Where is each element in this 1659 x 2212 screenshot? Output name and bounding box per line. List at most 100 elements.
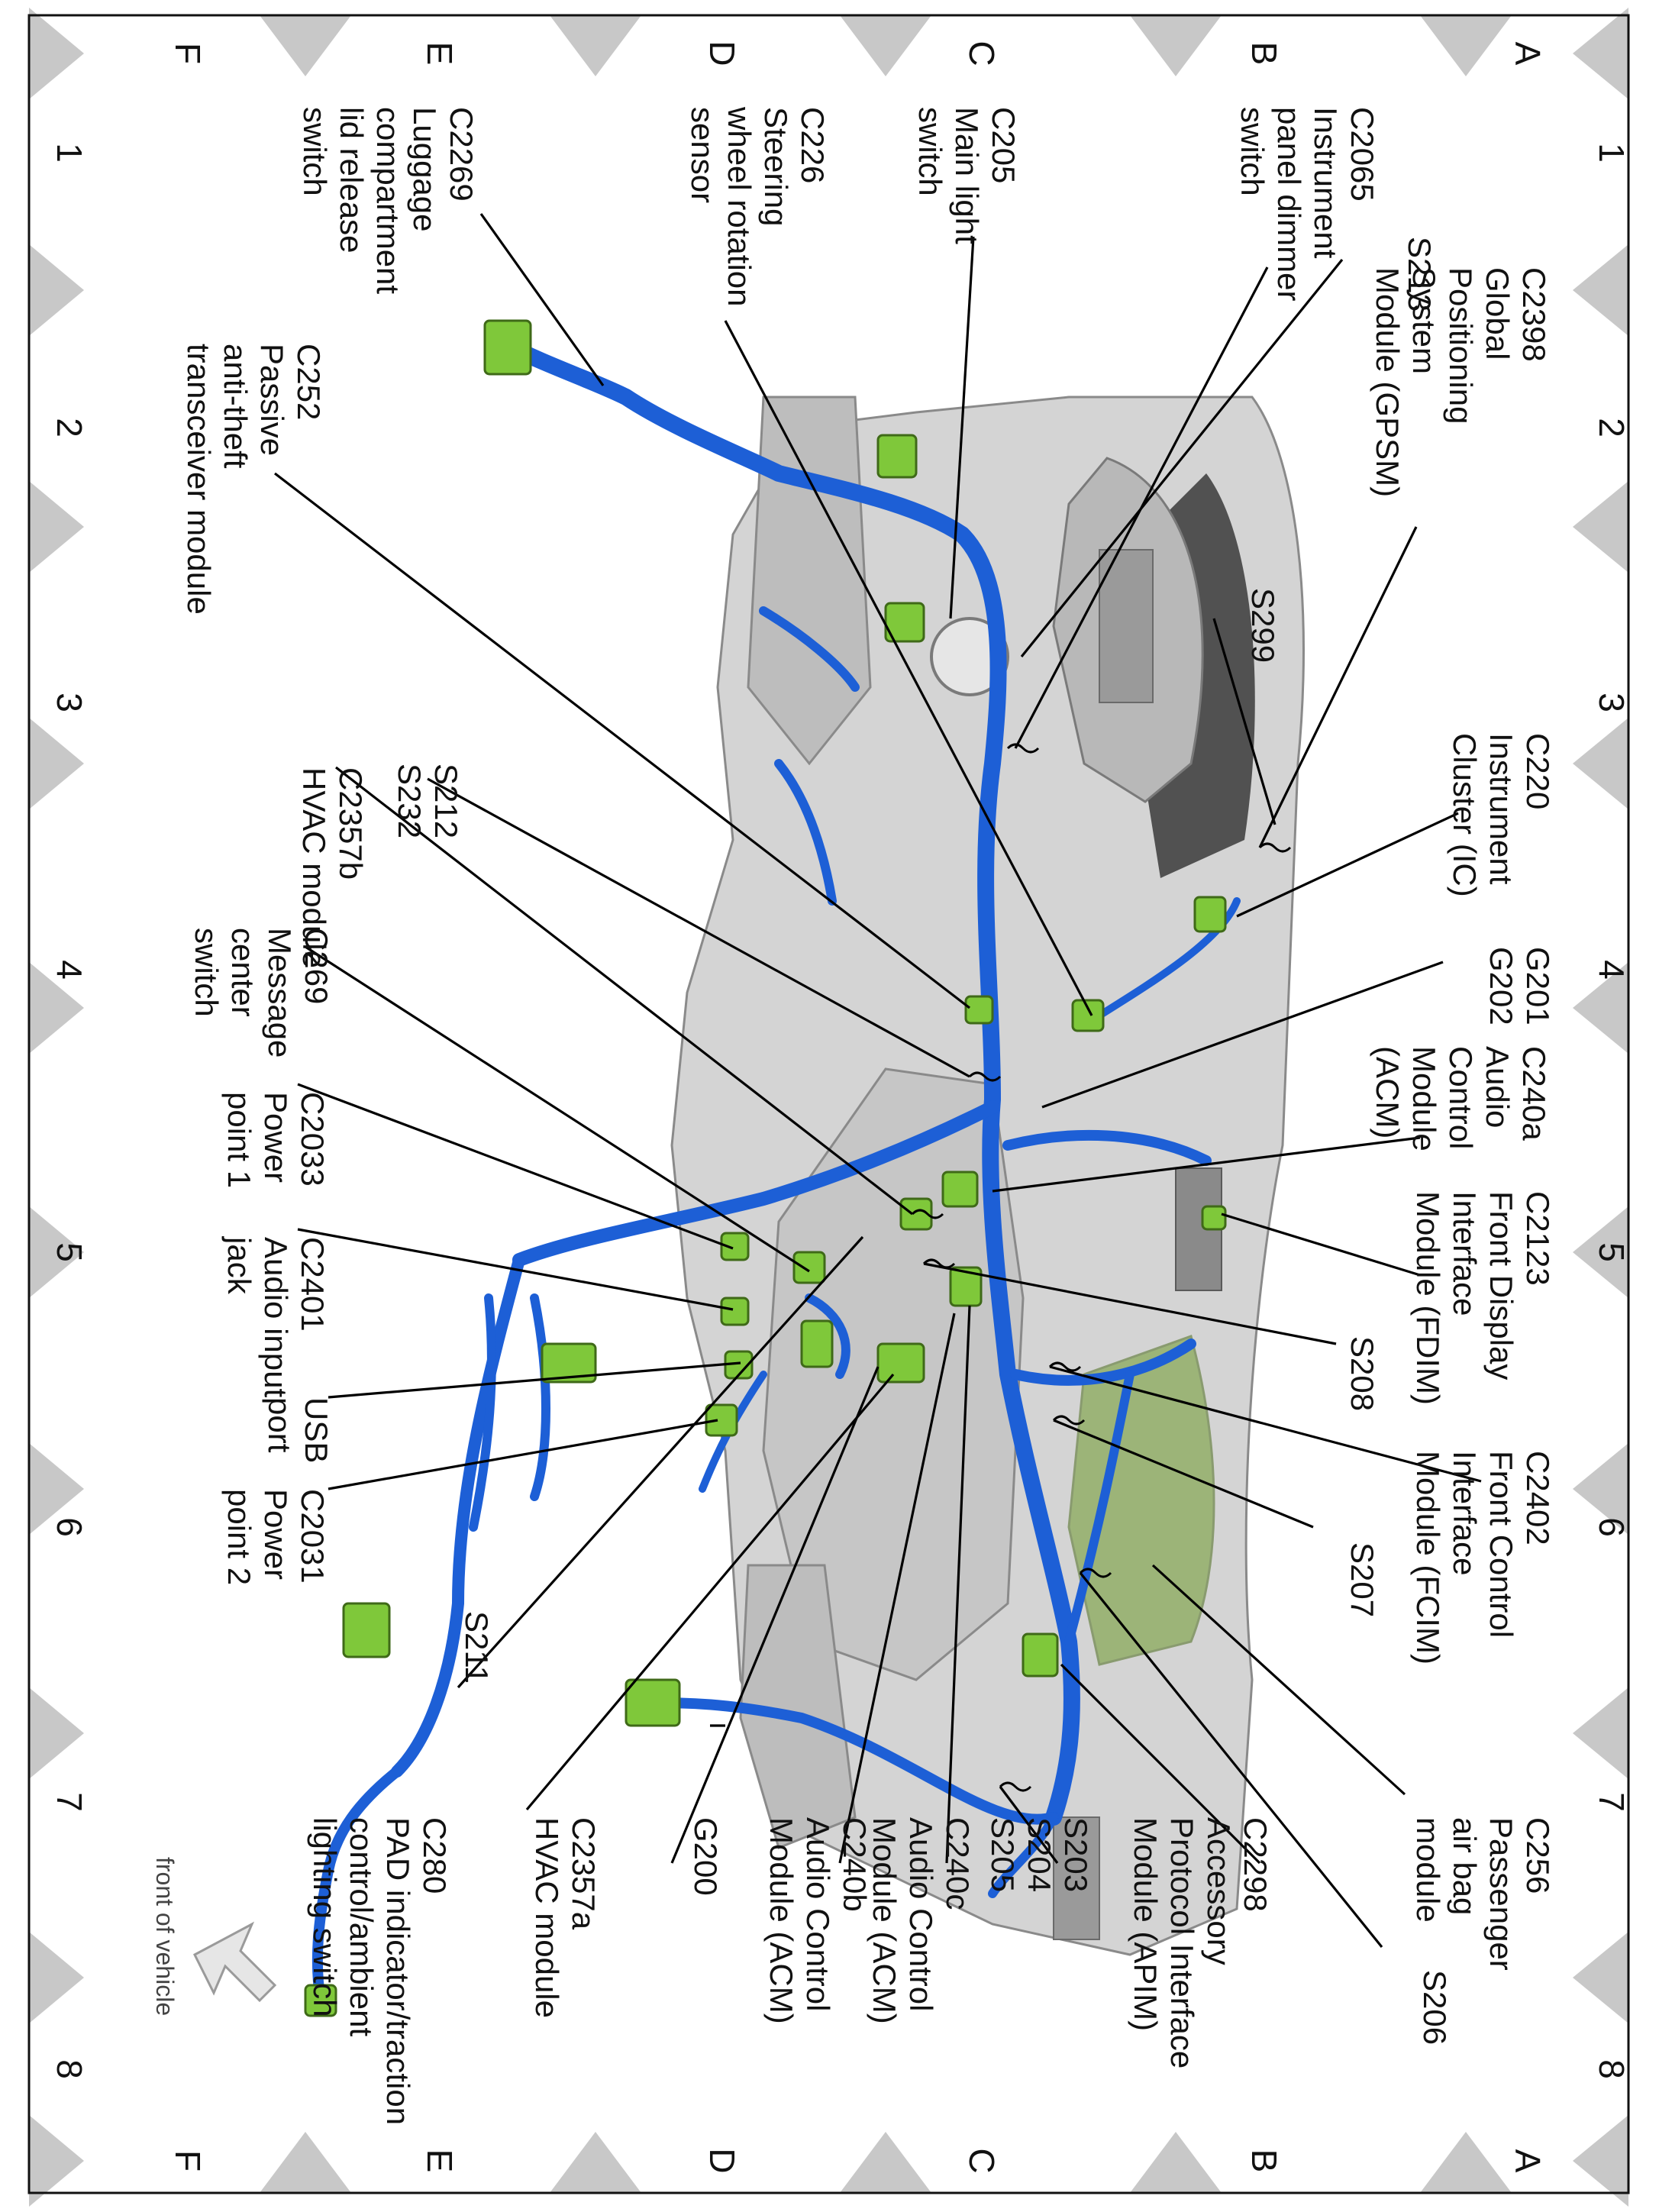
callout-line: sensor [685,107,721,203]
grid-letter-bottom-E: E [420,2149,460,2173]
lower-bolster-left [747,396,872,766]
border-marker [1573,718,1628,809]
callout-line: jack [221,1235,257,1295]
callout-line: Interface [1447,1451,1483,1575]
grid-letter-top-C: C [962,40,1002,66]
callout-line: Protocol Interface [1164,1817,1200,2068]
callout-c269: C269Messagecenterswitch [189,928,334,1058]
callout-s208: S208 [1344,1336,1380,1411]
grid-number-left-2: 2 [50,418,89,438]
callout-line: Audio [1480,1046,1515,1128]
callout-line: C2357b [333,767,369,880]
callout-s211: S211 [459,1611,495,1684]
callout-line: Cluster (IC) [1447,733,1483,897]
border-marker [550,15,641,76]
border-marker [1130,2132,1222,2193]
callout-line: lid release [334,107,370,253]
border-marker [1573,244,1628,336]
callout-line: switch [1235,107,1270,196]
callout-line: Module (FCIM) [1410,1451,1446,1665]
grid-letter-top-E: E [420,42,460,66]
callout-line: S212 [428,764,464,838]
callout-c252: C252Passiveanti-thefttransceiver module [181,344,327,615]
callout-line: C2298 [1238,1817,1273,1912]
callout-line: Front Control [1483,1451,1519,1638]
callout-s206: S206 [1417,1970,1453,2045]
border-marker [840,2132,931,2193]
callout-line: S204 [1022,1817,1057,1892]
callout-c2033: C2033Powerpoint 1 [221,1092,331,1188]
callout-line: compartment [370,107,406,294]
border-marker [29,1932,84,2023]
grid-number-left-6: 6 [50,1517,89,1537]
border-marker [1573,1443,1628,1535]
callout-c2402: C2402Front ControlInterfaceModule (FCIM) [1410,1451,1556,1665]
callout-line: switch [912,107,948,196]
connectors [304,319,1227,2017]
callout-g200: G200 [688,1817,724,1896]
callout-line: System [1406,267,1442,374]
border-marker [260,15,351,76]
callout-line: Module (FDIM) [1410,1191,1446,1405]
callout-c256: C256Passengerair bagmodule [1410,1817,1556,1971]
callout-c2269: C2269Luggagecompartmentlid releaseswitch [297,107,479,294]
callout-line: Global [1480,267,1515,360]
callout-c240c: C240cAudio ControlModule (ACM) [867,1817,976,2024]
callout-line: S206 [1417,1970,1453,2045]
callout-line: (ACM) [1370,1046,1406,1138]
grid-number-right-5: 5 [1592,1242,1632,1262]
callout-line: Instrument [1308,107,1344,259]
callout-line: Steering [758,107,794,226]
connector-c240c [949,1266,983,1307]
connector-c2031 [705,1403,738,1437]
callout-line: S208 [1344,1336,1380,1411]
callout-g201: G201G202 [1483,947,1556,1025]
callout-line: Power [258,1092,294,1183]
callout-c2357b: C2357bHVAC module [296,767,369,968]
grid-number-left-8: 8 [50,2059,89,2079]
connector-c2123 [1201,1205,1227,1231]
callout-line: switch [189,928,224,1017]
callout-c240a: C240aAudioControlModule(ACM) [1370,1046,1552,1151]
wiring-harness [311,335,1241,2006]
callout-line: Module (ACM) [867,1817,902,2024]
callout-line: C252 [291,344,327,420]
callout-line: G202 [1483,947,1519,1025]
callout-line: C2398 [1516,267,1552,362]
callout-line: transceiver module [181,344,217,615]
connector-c252 [964,995,994,1025]
callout-line: C2269 [444,107,479,202]
callout-line: Positioning [1443,267,1479,424]
callout-line: Audio Control [800,1817,836,2011]
connector-c2298 [1022,1632,1059,1678]
grid-letter-bottom-C: C [962,2148,1002,2173]
callout-line: Power [258,1489,294,1580]
callout-c240b: C240bAudio ControlModule (ACM) [763,1817,873,2024]
callout-line: Luggage [407,107,443,232]
diagram-frame [27,14,1630,2194]
grid-number-right-8: 8 [1592,2059,1632,2079]
callout-line: C280 [417,1817,453,1894]
connector-c226 [1071,999,1105,1032]
grid-number-left-4: 4 [50,960,89,980]
border-marker [29,1206,84,1298]
callout-c2298: C2298AccessoryProtocol InterfaceModule (… [1128,1817,1273,2068]
callout-line: Interface [1447,1191,1483,1316]
border-marker [29,718,84,809]
border-marker [1573,2115,1628,2207]
callout-c226: C226Steeringwheel rotationsensor [685,106,831,307]
passenger-airbag-area [1067,1335,1215,1666]
border-marker [550,2132,641,2193]
callout-line: C2402 [1520,1451,1556,1545]
callout-line: Instrument [1483,733,1519,885]
grid-letter-top-B: B [1244,42,1284,66]
callout-line: lighting switch [307,1817,343,2017]
callout-c2401: C2401Audio inputjack [221,1235,331,1397]
callout-line: Module (ACM) [763,1817,799,2024]
callout-line: module [1410,1817,1446,1923]
callout-line: point 1 [221,1092,257,1188]
connector-c205 [876,434,918,479]
callout-s207: S207 [1344,1542,1380,1617]
connector-left-extra [342,1602,391,1658]
